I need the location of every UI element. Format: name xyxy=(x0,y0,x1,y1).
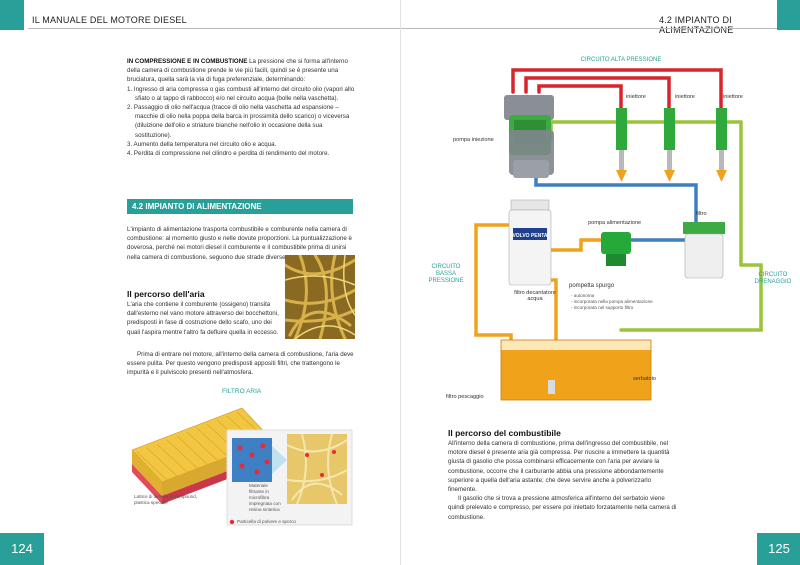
air-filter-illustration xyxy=(131,407,353,526)
fuel-path-heading: Il percorso del combustibile xyxy=(448,428,561,438)
label-filter: filtro xyxy=(696,211,707,217)
label-injector-2: iniettore xyxy=(675,94,695,100)
left-page-number: 124 xyxy=(0,533,44,565)
left-header-tab xyxy=(0,0,24,30)
right-header-tab xyxy=(777,0,800,30)
air-paragraph-1: L'aria che contiene il comburente (ossig… xyxy=(127,301,279,336)
list-item: 1. Ingresso di aria compressa o gas comb… xyxy=(127,85,355,102)
label-drain-circuit: CIRCUITO DRENAGGIO xyxy=(754,272,792,285)
filter-label-lamella: Lattice di lamella in compound, plastica… xyxy=(134,494,198,505)
label-injection-pump: pompa iniezione xyxy=(453,137,494,143)
filter-label-material: Materiale filtrante in microfibra impreg… xyxy=(249,483,281,512)
right-header-rule xyxy=(401,28,777,29)
section-paragraph: L'impianto di alimentazione trasporta co… xyxy=(127,226,352,261)
fuel-system-diagram: VOLVO PENTA xyxy=(474,68,763,401)
label-feed-pump: pompa alimentazione xyxy=(588,220,642,226)
list-item: 2. Passaggio di olio nell'acqua (tracce … xyxy=(127,104,350,139)
right-page: 4.2 IMPIANTO DI ALIMENTAZIONE xyxy=(400,0,800,565)
fuel-filter-icon xyxy=(683,222,725,279)
list-item: - incorporata nel supporto filtro xyxy=(571,305,634,310)
label-high-pressure: CIRCUITO ALTA PRESSIONE xyxy=(580,57,662,63)
drain-line xyxy=(549,120,743,142)
high-pressure-line xyxy=(537,84,623,112)
air-filter-caption: FILTRO ARIA xyxy=(222,388,262,395)
intro-lead: IN COMPRESSIONE E IN COMBUSTIONE xyxy=(127,58,248,65)
supply-line xyxy=(474,223,513,357)
low-pressure-line xyxy=(534,168,698,227)
label-injector-3: iniettore xyxy=(723,94,743,100)
label-injector-1: iniettore xyxy=(626,94,646,100)
injector-icon xyxy=(664,108,675,182)
fuel-tank-icon xyxy=(500,339,652,401)
label-sponge-pump: pompetta spurgo xyxy=(569,283,615,289)
air-text-2: Prima di entrare nel motore, all'interno… xyxy=(127,350,355,378)
section-text: L'impianto di alimentazione trasporta co… xyxy=(127,225,355,262)
decanter-filter-icon xyxy=(508,199,552,286)
label-pickup-filter: filtro pescaggio xyxy=(446,394,484,400)
left-header-rule xyxy=(28,28,400,29)
section-title-bar: 4.2 IMPIANTO DI ALIMENTAZIONE xyxy=(127,199,353,214)
label-decanter: filtro decantatore acqua xyxy=(514,290,556,302)
right-page-number: 125 xyxy=(757,533,800,565)
air-paragraph-2: Prima di entrare nel motore, all'interno… xyxy=(127,351,354,377)
right-header-title: 4.2 IMPIANTO DI ALIMENTAZIONE xyxy=(659,15,734,35)
left-running-header: IL MANUALE DEL MOTORE DIESEL xyxy=(0,0,400,30)
list-item: 4. Perdita di compressione nel cilindro … xyxy=(127,150,330,158)
drain-line xyxy=(619,263,763,332)
fuel-paragraph-2: Il gasolio che si trova a pressione atmo… xyxy=(448,495,677,521)
injector-icon xyxy=(716,108,727,182)
filter-label-particle: Particella di polvere e sporco xyxy=(237,519,296,524)
list-item: 3. Aumento della temperatura nel circuit… xyxy=(127,140,277,148)
dust-particle-icon xyxy=(229,519,235,525)
list-item: - incorporata nella pompa alimentazione xyxy=(571,299,653,304)
air-text-1: L'aria che contiene il comburente (ossig… xyxy=(127,300,282,337)
right-running-header: 4.2 IMPIANTO DI ALIMENTAZIONE xyxy=(401,0,800,35)
injection-pump-icon xyxy=(504,95,554,178)
air-path-heading: Il percorso dell'aria xyxy=(127,289,205,299)
intro-block: IN COMPRESSIONE E IN COMBUSTIONE La pres… xyxy=(127,57,355,158)
fuel-paragraph-1: All'interno della camera di combustione,… xyxy=(448,440,670,494)
fuel-text-block: All'interno della camera di combustione,… xyxy=(448,439,680,522)
supply-line xyxy=(549,238,603,252)
label-low-pressure: CIRCUITO BASSA PRESSIONE xyxy=(428,264,464,284)
brand-logo-text: VOLVO PENTA xyxy=(512,233,547,239)
label-tank: serbatoio xyxy=(633,376,657,382)
left-page: IL MANUALE DEL MOTORE DIESEL IN COMPRESS… xyxy=(0,0,400,565)
filter-fiber-photo xyxy=(285,255,355,339)
injector-icon xyxy=(616,108,627,182)
sponge-pump-notes: - autonoma - incorporata nella pompa ali… xyxy=(571,293,711,311)
left-header-title: IL MANUALE DEL MOTORE DIESEL xyxy=(32,15,187,25)
high-pressure-line xyxy=(511,68,723,112)
feed-pump-icon xyxy=(601,232,631,266)
list-item: - autonoma xyxy=(571,293,595,298)
consequence-list: 1. Ingresso di aria compressa o gas comb… xyxy=(127,85,355,159)
intro-text: La pressione che si forma all'interno de… xyxy=(127,58,348,84)
supply-line xyxy=(549,278,558,352)
high-pressure-line xyxy=(524,76,671,112)
